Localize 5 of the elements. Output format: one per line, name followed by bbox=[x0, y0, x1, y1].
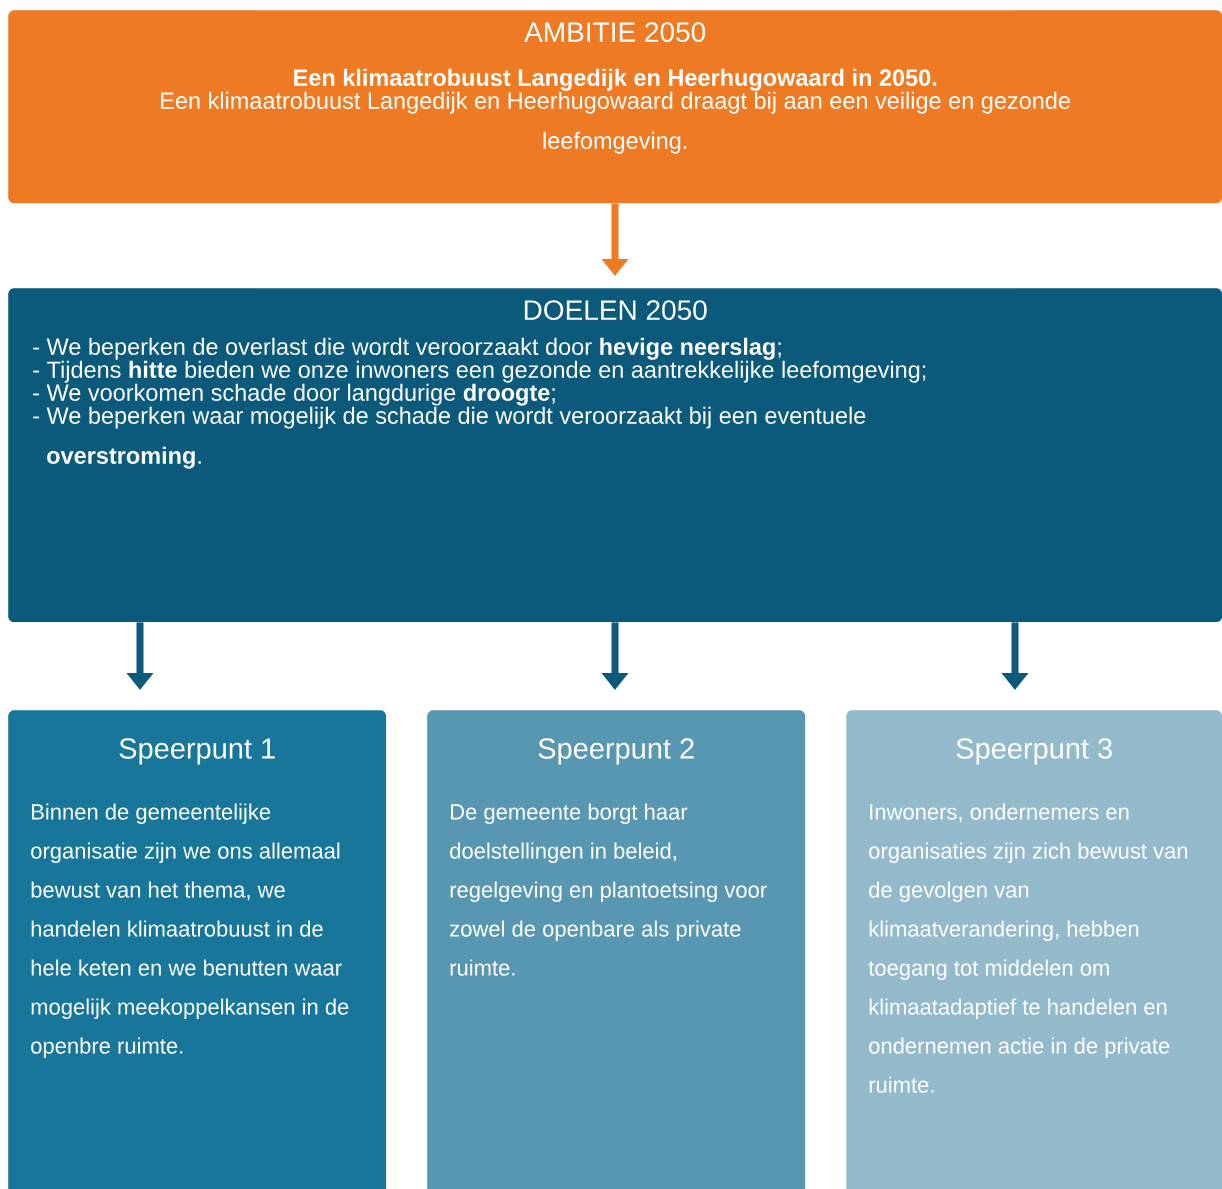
focus-box: Speerpunt 3 Inwoners, ondernemers en organisaties zijn zich bewust van de gevolgen van klimaatverandering, hebben toegang tot middelen om klimaatadaptief te handelen en ondernemen actie in de private ruimte. bbox=[846, 710, 1222, 1189]
focus-box: Speerpunt 2 De gemeente borgt haar doelstellingen in beleid, regelgeving en plantoetsing voor zowel de openbare als private ruimte. bbox=[427, 710, 806, 1189]
focus-box: Speerpunt 1 Binnen de gemeentelijke organisatie zijn we ons allemaal bewust van het thema, we handelen klimaatrobuust in de hele keten en we benutten waar mogelijk meekoppelkansen in de openbre ruimte. bbox=[8, 710, 387, 1189]
ambition-box: AMBITIE 2050 Een klimaatrobuust Langedijk en Heerhugowaard in 2050. Een klimaatrobuust Langedijk en Heerhugowaard draagt bij aan een veilige en gezonde leefomgeving. bbox=[8, 10, 1222, 204]
goals-box: DOELEN 2050 - We beperken de overlast die wordt veroorzaakt door hevige neerslag; - Tijdens hitte bieden we onze inwoners een gezonde en aantrekkelijke leefomgeving; - We voorkomen schade door langdurige droogte; - We beperken waar mogelijk de schade die wordt veroorzaakt bij een eventuele overstroming. bbox=[8, 288, 1222, 623]
